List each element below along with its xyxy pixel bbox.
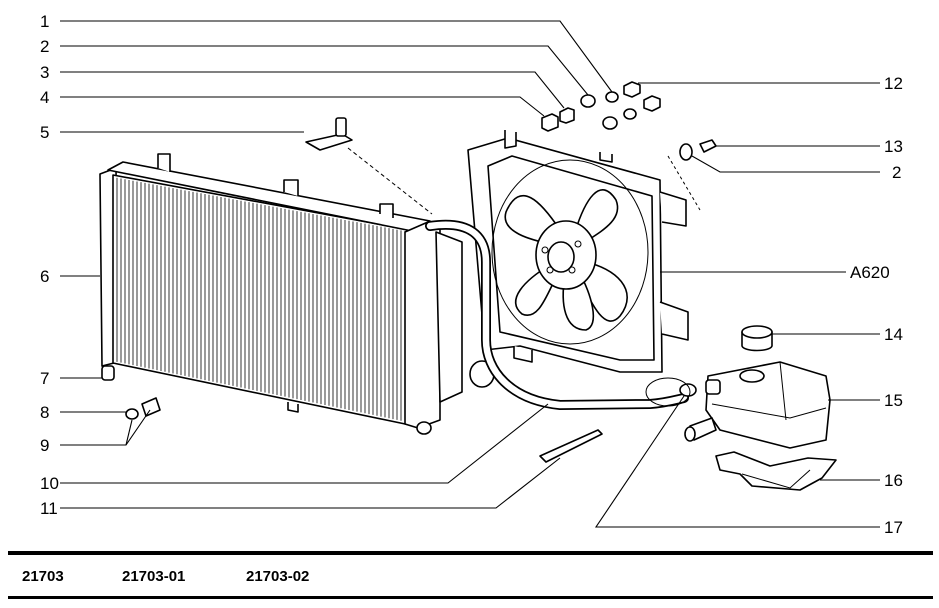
tank-mounting-bracket: [715, 451, 837, 491]
callout-label: 3: [40, 63, 49, 82]
callout-label: 13: [884, 137, 903, 156]
callout-label: 2: [40, 37, 49, 56]
shroud-tab-bottom: [513, 346, 533, 363]
leader-line: [60, 20, 613, 93]
shroud-tab-top: [504, 130, 517, 149]
callout-label: 12: [884, 74, 903, 93]
cable-tie: [539, 429, 603, 463]
assembly-guide-line: [347, 147, 433, 215]
leader-line: [594, 395, 880, 528]
drain-plug: [416, 421, 432, 435]
expansion-tank: [684, 361, 831, 449]
callout-label: 10: [40, 474, 59, 493]
screw: [141, 397, 161, 417]
tank-neck: [739, 369, 765, 383]
fan-hub-center: [547, 241, 575, 273]
flat-washer: [602, 116, 618, 130]
callout-label: 14: [884, 325, 903, 344]
clip-tab: [335, 117, 347, 137]
lock-washer: [605, 91, 619, 103]
leader-lines: [60, 20, 880, 528]
top-bracket-middle: [283, 179, 299, 196]
model-code: 21703-02: [246, 568, 310, 585]
callout-labels-left: 1 2 3 4 5 6 7 8 9 10 11: [40, 12, 59, 518]
spacer-sleeve: [559, 107, 575, 124]
model-code: 21703-01: [122, 568, 186, 585]
bolt: [699, 139, 717, 153]
fan-ring: [491, 159, 649, 345]
hub-bolt: [546, 266, 554, 274]
shroud-tab-top-right: [599, 152, 613, 163]
tank-outlet-end: [684, 426, 696, 442]
callout-label: 8: [40, 403, 49, 422]
rubber-foot: [101, 365, 115, 381]
callout-label: 4: [40, 88, 49, 107]
callout-label: 5: [40, 123, 49, 142]
bottom-bracket: [287, 402, 299, 413]
callout-label: 7: [40, 369, 49, 388]
hub-bolt: [541, 246, 549, 254]
footer-top-rule: [8, 551, 933, 555]
nut: [643, 95, 661, 112]
rubber-bush: [541, 113, 559, 132]
shroud-tab-lower: [659, 301, 689, 341]
tank-body: [705, 361, 831, 449]
cap-top: [741, 325, 773, 339]
radiator: [99, 153, 495, 435]
leader-line: [60, 71, 565, 109]
callout-label: 1: [40, 12, 49, 31]
leader-line: [60, 457, 561, 509]
leader-line: [60, 96, 545, 117]
radiator-right-tank: [404, 221, 441, 429]
callout-label: 11: [40, 499, 58, 518]
fan-assembly: [467, 130, 689, 373]
assembly-guide-line: [667, 155, 701, 211]
washer: [125, 408, 139, 420]
callout-labels-right: 12 13 2 A620 14 15 16 17: [850, 74, 903, 537]
leader-line: [60, 403, 549, 484]
tank-edge: [779, 361, 787, 421]
leader-line: [125, 419, 133, 446]
leader-line: [691, 155, 880, 173]
top-bracket-left: [157, 153, 171, 172]
expansion-tank-cap: [741, 325, 773, 352]
top-bracket-right: [379, 203, 394, 218]
diagram-drawing: 1 2 3 4 5 6 7 8 9 10 11 12 13 2 A620 14 …: [40, 12, 903, 537]
leader-line: [60, 45, 589, 96]
hub-bolt: [574, 240, 582, 248]
footer-bottom-rule: [8, 596, 933, 599]
lock-washer: [623, 108, 637, 120]
hub-bolt: [568, 266, 576, 274]
callout-label: 2: [892, 163, 901, 182]
tank-inlet: [705, 379, 721, 395]
callout-label: 17: [884, 518, 903, 537]
callout-label: 16: [884, 471, 903, 490]
tank-seam: [711, 403, 827, 419]
flat-washer: [679, 143, 693, 161]
retaining-clip: [305, 133, 353, 151]
overflow-hose: [426, 221, 688, 409]
flat-washer: [580, 94, 596, 108]
hose-clamp-callout-ring: [645, 377, 691, 407]
callout-label: 9: [40, 436, 49, 455]
radiator-fins: [116, 177, 410, 423]
callout-label: A620: [850, 263, 890, 282]
shroud-tab-upper: [659, 191, 687, 227]
radiator-end-plate: [435, 231, 463, 403]
hose-clamp: [679, 383, 697, 397]
bracket-fold: [741, 469, 811, 489]
callout-label: 15: [884, 391, 903, 410]
nut: [623, 81, 641, 98]
model-code: 21703: [22, 568, 64, 585]
callout-label: 6: [40, 267, 49, 286]
